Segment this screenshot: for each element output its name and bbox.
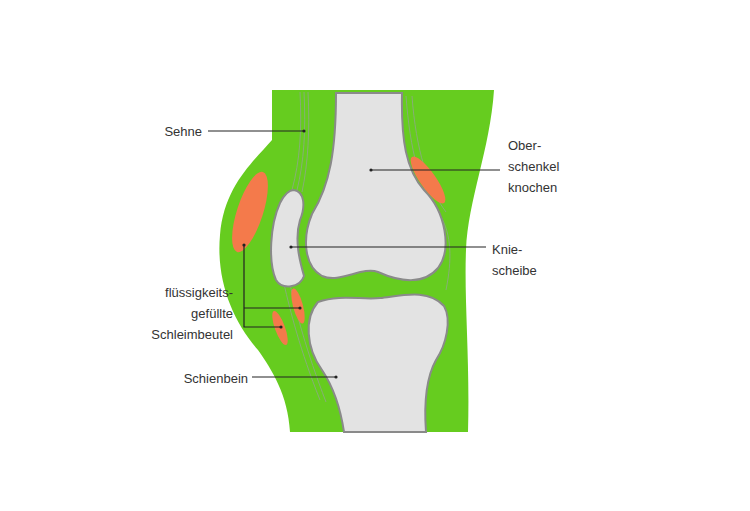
tibia [309, 295, 448, 433]
part-label: Knie- scheibe [492, 239, 537, 281]
part-label: Ober- schenkel knochen [508, 135, 559, 198]
leader-lines [208, 131, 500, 377]
bursae [225, 152, 451, 346]
leader-dots [242, 129, 372, 378]
part-label: flüssigkeits- gefüllte Schleimbeutel [151, 282, 233, 345]
leg-tissue [219, 90, 494, 432]
part-label: Sehne [164, 121, 202, 142]
patella [271, 190, 304, 286]
part-label: Schienbein [184, 368, 248, 389]
